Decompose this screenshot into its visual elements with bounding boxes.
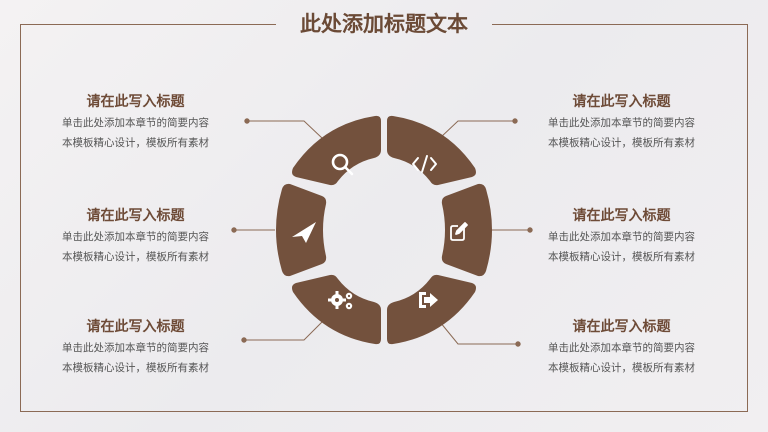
segment-bottom-left[interactable] (292, 274, 381, 345)
edit-icon (450, 222, 468, 241)
block-desc-line1: 单击此处添加本章节的简要内容 (548, 117, 695, 129)
text-block-right-middle: 请在此写入标题 单击此处添加本章节的简要内容 本模板精心设计，模板所有素材 (534, 206, 709, 266)
connector-dot (512, 118, 518, 124)
segment-top-left[interactable] (292, 115, 381, 186)
frame-top-line-left (20, 24, 276, 25)
block-desc-line1: 单击此处添加本章节的简要内容 (548, 231, 695, 243)
connector-dot (231, 227, 237, 233)
block-desc-line2: 本模板精心设计，模板所有素材 (548, 251, 695, 263)
block-heading: 请在此写入标题 (572, 94, 671, 110)
paper-plane-icon (292, 222, 316, 243)
block-heading: 请在此写入标题 (86, 319, 185, 335)
block-heading: 请在此写入标题 (572, 319, 671, 335)
frame-top-line-right (492, 24, 748, 25)
text-block-right-bottom: 请在此写入标题 单击此处添加本章节的简要内容 本模板精心设计，模板所有素材 (534, 317, 709, 377)
connector-dot (241, 337, 247, 343)
block-desc-line2: 本模板精心设计，模板所有素材 (62, 362, 209, 374)
sign-out-icon (419, 292, 438, 308)
block-desc-line2: 本模板精心设计，模板所有素材 (62, 251, 209, 263)
connector-left-bottom (244, 321, 323, 341)
block-desc-line2: 本模板精心设计，模板所有素材 (62, 137, 209, 149)
text-block-right-top: 请在此写入标题 单击此处添加本章节的简要内容 本模板精心设计，模板所有素材 (534, 92, 709, 152)
connector-left-top (247, 120, 323, 139)
block-desc-line1: 单击此处添加本章节的简要内容 (62, 117, 209, 129)
text-block-left-middle: 请在此写入标题 单击此处添加本章节的简要内容 本模板精心设计，模板所有素材 (48, 206, 223, 266)
search-icon (331, 153, 354, 176)
block-desc-line2: 本模板精心设计，模板所有素材 (548, 362, 695, 374)
segment-bottom-right[interactable] (387, 274, 476, 345)
connector-right-bottom (439, 321, 518, 345)
segment-right[interactable] (441, 183, 492, 277)
connector-dot (527, 227, 533, 233)
code-icon (412, 155, 437, 173)
block-heading: 请在此写入标题 (572, 208, 671, 224)
block-heading: 请在此写入标题 (86, 94, 185, 110)
segment-top-right[interactable] (387, 115, 476, 186)
block-desc-line1: 单击此处添加本章节的简要内容 (548, 342, 695, 354)
block-desc-line1: 单击此处添加本章节的简要内容 (62, 231, 209, 243)
text-block-left-top: 请在此写入标题 单击此处添加本章节的简要内容 本模板精心设计，模板所有素材 (48, 92, 223, 152)
block-desc-line2: 本模板精心设计，模板所有素材 (548, 137, 695, 149)
segment-left[interactable] (276, 183, 327, 277)
connector-right-top (439, 120, 515, 139)
connector-dot (515, 341, 521, 347)
connector-dot (244, 118, 250, 124)
gears-icon (328, 291, 353, 310)
content-frame (20, 24, 748, 412)
block-heading: 请在此写入标题 (86, 208, 185, 224)
page-title: 此处添加标题文本 (300, 12, 468, 36)
block-desc-line1: 单击此处添加本章节的简要内容 (62, 342, 209, 354)
text-block-left-bottom: 请在此写入标题 单击此处添加本章节的简要内容 本模板精心设计，模板所有素材 (48, 317, 223, 377)
